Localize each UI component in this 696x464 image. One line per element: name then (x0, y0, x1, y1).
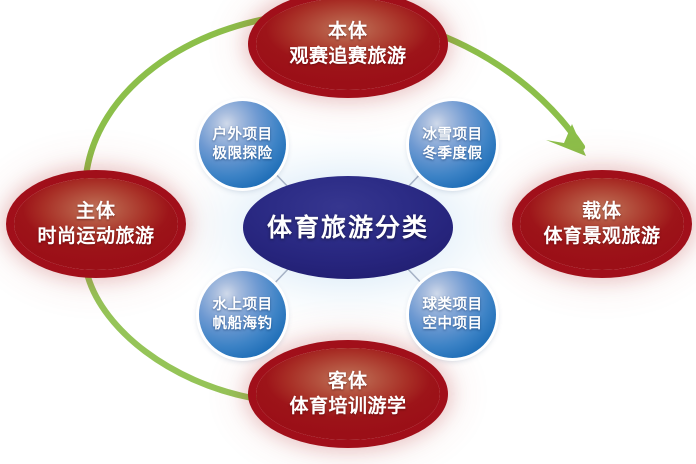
satellite-right-line2: 体育景观旅游 (543, 224, 661, 247)
subcategory-bottom-left-line1: 水上项目 (212, 297, 273, 314)
satellite-node-bottom[interactable]: 客体 体育培训游学 (256, 348, 440, 440)
center-node-label: 体育旅游分类 (266, 212, 429, 242)
satellite-left-line1: 主体 (75, 200, 116, 223)
subcategory-node-bottom-right[interactable]: 球类项目 空中项目 (409, 271, 496, 358)
satellite-bottom-line2: 体育培训游学 (289, 394, 407, 417)
satellite-node-top[interactable]: 本体 观赛追赛旅游 (256, 0, 440, 90)
subcategory-node-bottom-left[interactable]: 水上项目 帆船海钓 (199, 271, 286, 358)
subcategory-bottom-left-line2: 帆船海钓 (212, 315, 273, 332)
center-node[interactable]: 体育旅游分类 (243, 176, 453, 279)
satellite-node-right[interactable]: 载体 体育景观旅游 (520, 178, 684, 270)
subcategory-top-left-line1: 户外项目 (212, 127, 273, 144)
satellite-bottom-line1: 客体 (327, 370, 368, 393)
subcategory-top-right-line2: 冬季度假 (422, 145, 483, 162)
subcategory-top-right-line1: 冰雪项目 (422, 127, 483, 144)
subcategory-bottom-right-line2: 空中项目 (422, 315, 483, 332)
satellite-right-line1: 载体 (581, 200, 622, 223)
subcategory-bottom-right-line1: 球类项目 (422, 297, 483, 314)
satellite-left-line2: 时尚运动旅游 (37, 224, 155, 247)
subcategory-top-left-line2: 极限探险 (212, 145, 273, 162)
satellite-top-line2: 观赛追赛旅游 (289, 44, 407, 67)
satellite-top-line1: 本体 (327, 20, 368, 43)
satellite-node-left[interactable]: 主体 时尚运动旅游 (14, 178, 178, 270)
arrowhead-upper-arc (546, 124, 586, 156)
subcategory-node-top-right[interactable]: 冰雪项目 冬季度假 (409, 101, 496, 188)
subcategory-node-top-left[interactable]: 户外项目 极限探险 (199, 101, 286, 188)
